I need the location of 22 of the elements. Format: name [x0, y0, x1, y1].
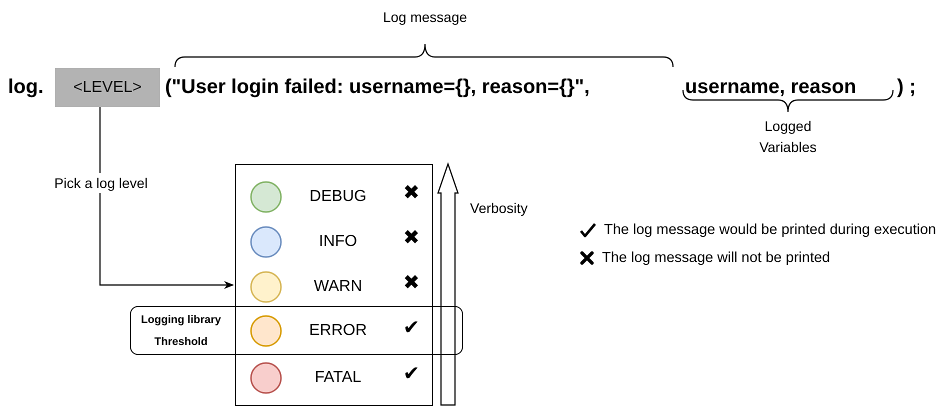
legend-text: The log message will not be printed — [602, 249, 830, 268]
axis-label: Verbosity — [470, 199, 528, 218]
level-label: WARN — [298, 276, 378, 298]
code-text: ("User login failed: username={}, reason={}", — [165, 75, 590, 100]
level-list-box — [235, 164, 433, 406]
code-text: log. — [8, 75, 44, 100]
status-mark: ✔ — [403, 318, 420, 338]
level-label: DEBUG — [298, 186, 378, 208]
level-placeholder-box: <LEVEL> — [55, 68, 160, 107]
level-label: FATAL — [298, 367, 378, 389]
level-label: INFO — [298, 231, 378, 253]
status-mark: ✖ — [403, 273, 420, 293]
status-mark: ✖ — [403, 183, 420, 203]
status-mark: ✔ — [403, 364, 420, 384]
brace-label: Logged Variables — [758, 117, 818, 157]
status-mark: ✖ — [403, 228, 420, 248]
level-label: ERROR — [298, 320, 378, 342]
brace-label: Log message — [382, 8, 468, 27]
code-text: username, reason — [685, 75, 856, 100]
code-text: ) ; — [897, 75, 916, 100]
legend-text: The log message would be printed during execution — [604, 221, 936, 240]
arrow — [99, 107, 234, 289]
